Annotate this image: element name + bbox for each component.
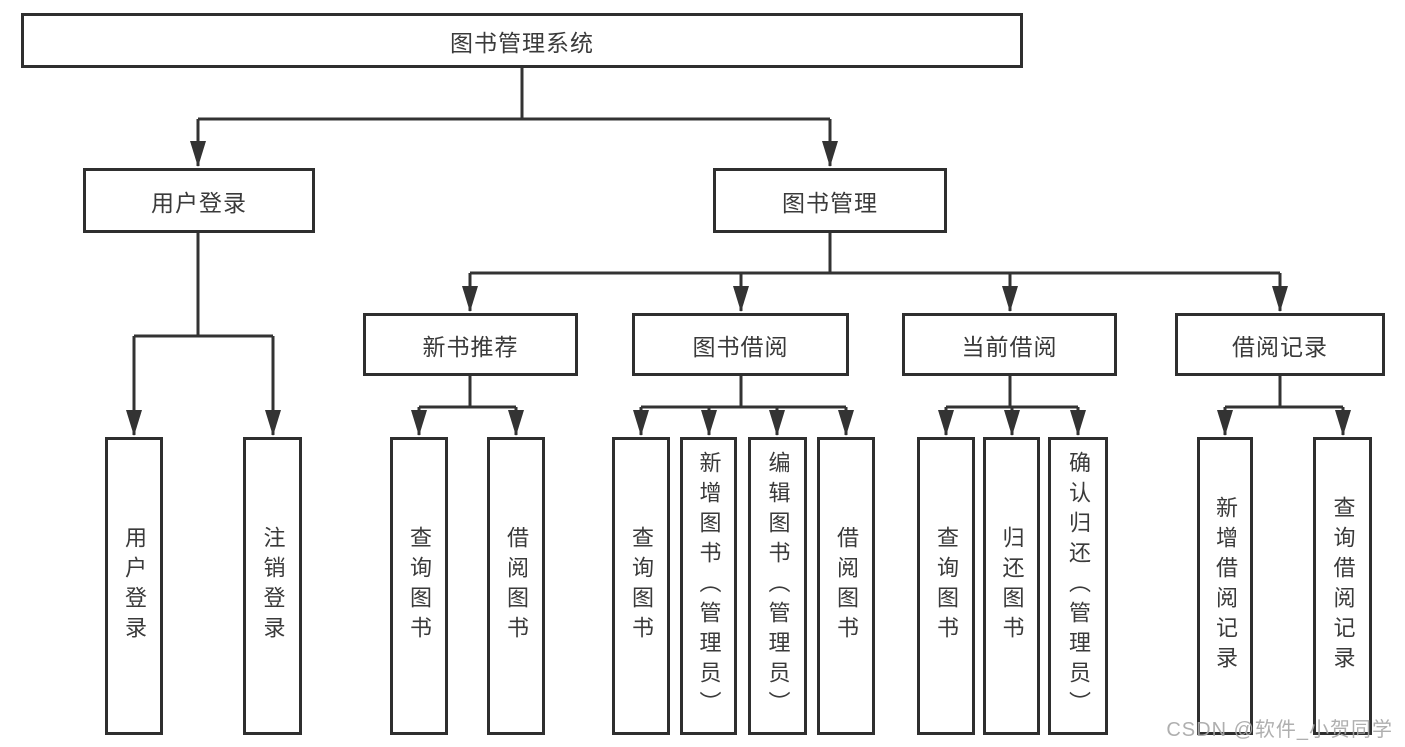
leaf-add-borrow-record-label: 新增借阅记录	[1213, 496, 1238, 676]
node-book-management-label: 图书管理	[782, 189, 878, 216]
leaf-borrow-books-label: 借阅图书	[834, 526, 859, 646]
watermark: CSDN @软件_小贺同学	[1166, 719, 1393, 741]
node-library-system: 图书管理系统	[21, 13, 1023, 68]
leaf-user-login-label: 用户登录	[122, 526, 147, 646]
leaf-user-login: 用户登录	[105, 437, 163, 735]
node-library-system-label: 图书管理系统	[450, 29, 594, 56]
leaf-borrow-books-recommend: 借阅图书	[487, 437, 545, 735]
leaf-query-books-recommend: 查询图书	[390, 437, 448, 735]
leaf-confirm-return-admin-label: 确认归还（管理员）	[1066, 451, 1091, 721]
node-book-management: 图书管理	[713, 168, 947, 233]
leaf-query-books-borrow-label: 查询图书	[629, 526, 654, 646]
leaf-borrow-books-recommend-label: 借阅图书	[504, 526, 529, 646]
node-user-login: 用户登录	[83, 168, 315, 233]
leaf-add-borrow-record: 新增借阅记录	[1197, 437, 1253, 735]
leaf-query-borrow-record: 查询借阅记录	[1313, 437, 1372, 735]
node-user-login-label: 用户登录	[151, 189, 247, 216]
leaf-query-books-current-label: 查询图书	[934, 526, 959, 646]
leaf-add-books-admin: 新增图书（管理员）	[680, 437, 737, 735]
node-new-book-recommend: 新书推荐	[363, 313, 578, 376]
leaf-return-books-label: 归还图书	[999, 526, 1025, 646]
node-new-book-recommend-label: 新书推荐	[422, 333, 519, 360]
leaf-logout: 注销登录	[243, 437, 302, 735]
leaf-confirm-return-admin: 确认归还（管理员）	[1048, 437, 1108, 735]
node-borrow-records-label: 借阅记录	[1232, 333, 1328, 360]
leaf-return-books: 归还图书	[983, 437, 1040, 735]
leaf-query-borrow-record-label: 查询借阅记录	[1330, 496, 1356, 676]
node-current-borrow: 当前借阅	[902, 313, 1117, 376]
leaf-logout-label: 注销登录	[260, 526, 286, 646]
leaf-query-books-borrow: 查询图书	[612, 437, 670, 735]
node-book-borrow: 图书借阅	[632, 313, 849, 376]
leaf-edit-books-admin-label: 编辑图书（管理员）	[765, 451, 791, 721]
leaf-query-books-current: 查询图书	[917, 437, 975, 735]
node-borrow-records: 借阅记录	[1175, 313, 1385, 376]
leaf-borrow-books: 借阅图书	[817, 437, 875, 735]
leaf-query-books-recommend-label: 查询图书	[407, 526, 432, 646]
leaf-add-books-admin-label: 新增图书（管理员）	[696, 451, 722, 721]
node-book-borrow-label: 图书借阅	[692, 333, 789, 360]
leaf-edit-books-admin: 编辑图书（管理员）	[748, 437, 807, 735]
node-current-borrow-label: 当前借阅	[961, 333, 1058, 360]
